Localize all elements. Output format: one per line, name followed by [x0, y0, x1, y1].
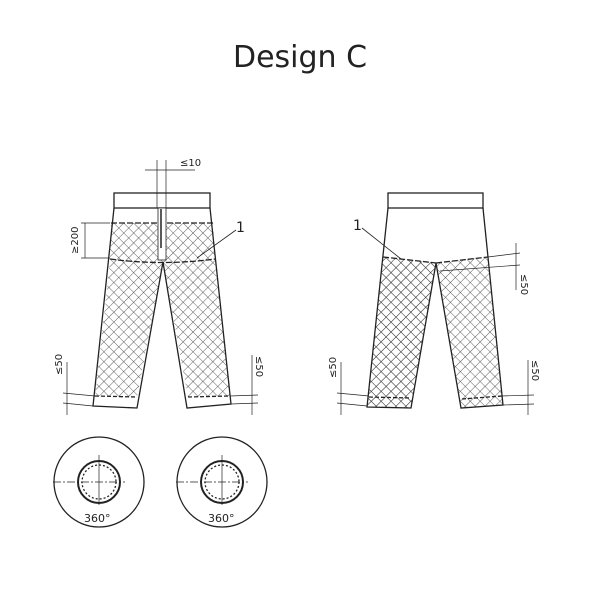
back-dim-waist: ≤50	[518, 274, 529, 295]
cross-section-1	[53, 436, 145, 528]
front-dim-hem-right: ≤50	[253, 356, 264, 377]
front-hatch-area	[95, 223, 230, 397]
diagram-title: Design C	[232, 40, 368, 75]
front-callout: 1	[236, 220, 245, 236]
back-view	[336, 192, 535, 415]
section-1-angle: 360°	[84, 512, 111, 525]
front-view	[62, 160, 259, 415]
back-callout: 1	[353, 218, 362, 234]
back-dim-hem-right: ≤50	[529, 360, 540, 381]
section-2-angle: 360°	[208, 512, 235, 525]
cross-section-2	[176, 436, 268, 528]
back-waistband	[387, 192, 484, 209]
front-fly	[157, 207, 167, 261]
front-dim-height: ≥200	[70, 227, 81, 254]
back-dim-hem-left: ≤50	[328, 357, 339, 378]
front-dim-width: ≤10	[180, 158, 201, 169]
front-waistband	[113, 192, 211, 209]
front-dim-hem-left: ≤50	[54, 354, 65, 375]
